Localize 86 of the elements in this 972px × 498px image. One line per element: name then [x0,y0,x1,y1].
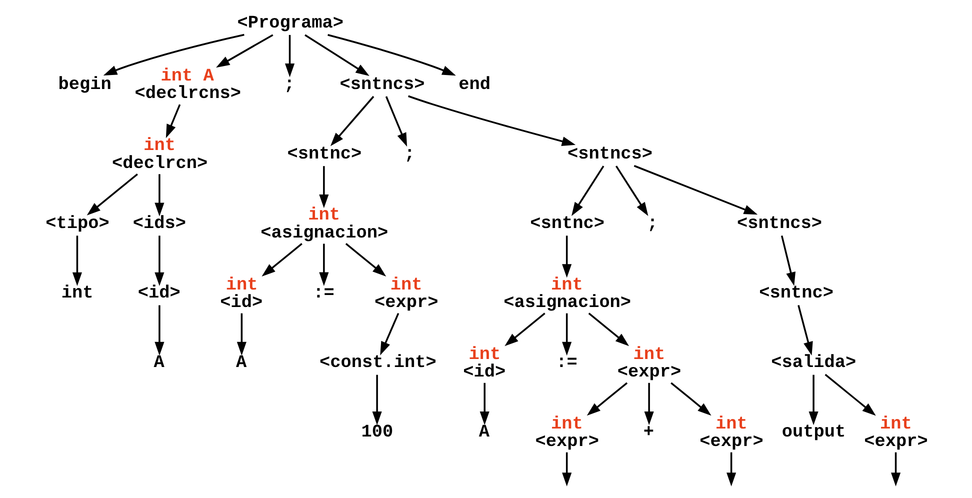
node-text: <const.int> [319,353,436,374]
arrow [216,34,273,68]
arrow [504,312,545,346]
arrow [102,34,244,76]
arrow [86,173,138,216]
node-text: <sntnc> [530,214,604,234]
arrow [890,452,900,486]
node-text: int [60,284,93,304]
node-label: int [390,275,422,296]
arrow [824,374,876,416]
arrow [562,313,572,356]
node-text: <id> [137,284,180,304]
arrow [330,96,374,146]
node-text: <sntncs> [736,214,822,234]
arrow [327,34,456,76]
node-text: <sntncs> [566,144,652,164]
arrow [236,313,246,356]
node-label: int [143,136,176,156]
arrow [304,34,369,76]
arrow [318,166,328,208]
arrow [588,312,629,346]
node-text: <expr> [616,362,681,383]
node-text: <declrcn> [112,154,208,174]
arrow [408,95,576,146]
arrow [644,382,654,426]
node-text: <expr> [699,432,763,452]
arrow [570,166,604,216]
node-label: int [550,414,582,434]
node-text: <asignacion> [503,292,631,313]
arrow [318,244,328,286]
node-text: begin [58,74,111,95]
node-text: <ids> [132,214,186,234]
arrow [633,164,758,215]
arrow [808,374,818,426]
arrow [479,382,489,426]
node-text: output [781,422,846,443]
node-text: := [312,284,334,304]
arrow [384,96,407,147]
node-text: 100 [360,422,393,443]
node-text: ; [646,214,658,234]
node-text: <tipo> [45,214,109,234]
arrow [154,305,164,356]
arrow [261,243,302,276]
arrow [586,382,628,416]
node-text: <Programa> [236,13,344,34]
node-text: <expr> [374,292,438,313]
node-text: end [458,74,490,95]
arrow [372,374,382,426]
node-label: int [714,414,747,434]
arrow [154,236,164,286]
node-label: int [632,344,665,365]
arrow [562,452,572,486]
node-label: int [468,344,500,365]
arrow [380,312,399,356]
node-text: <asignacion> [260,223,388,244]
arrow [72,236,82,286]
arrow [344,243,386,276]
node-text: <id> [220,292,262,313]
node-text: <expr> [534,432,598,452]
node-text: <expr> [864,432,928,452]
node-text: <sntnc> [758,284,834,304]
node-text: <declrcns> [134,84,241,104]
node-text: <sntncs> [339,74,424,95]
node-label: int [225,275,258,296]
arrow [562,236,572,278]
arrow [284,34,294,78]
arrow [154,174,164,216]
arrow [165,104,180,138]
arrow [797,305,812,356]
node-text: <id> [462,362,506,383]
node-text: ; [404,144,414,164]
arrow [670,382,711,416]
node-text: + [642,422,654,443]
node-text: A [153,353,164,374]
node-label: int [879,414,912,434]
node-label: int [550,275,582,296]
arrow [726,452,736,486]
node-text: <salida> [770,353,856,374]
node-text: A [236,353,246,374]
arrow [614,166,648,216]
arrow [780,235,796,286]
node-text: := [556,353,577,374]
node-label: int [308,206,340,226]
node-text: ; [284,74,294,95]
node-text: <sntnc> [286,144,362,164]
node-text: A [478,422,490,443]
